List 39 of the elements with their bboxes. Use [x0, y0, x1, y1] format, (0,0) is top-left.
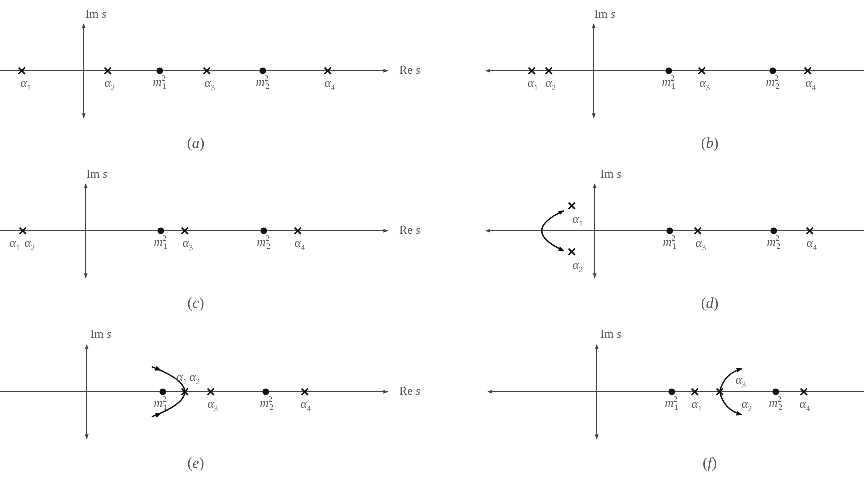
- panel-caption: (f): [702, 456, 718, 472]
- panel-caption: (c): [188, 296, 204, 312]
- panel-caption: (e): [188, 456, 204, 472]
- axis-point-label: Re s: [400, 64, 420, 78]
- axis-point-label: α$_{2}$: [742, 398, 752, 412]
- axis-point-label: α$_{4}$: [294, 237, 306, 250]
- panel-caption: (a): [187, 136, 205, 152]
- axis-point-label: Im s: [90, 328, 112, 342]
- axis-point-label: α$_{3}$: [736, 374, 746, 388]
- axis-point-label: Im s: [600, 168, 622, 182]
- axis-point-label: α$_{2}$: [24, 237, 36, 250]
- axis-point-label: α$_{3}$: [204, 77, 216, 90]
- panel-caption: (d): [701, 296, 719, 312]
- axis-point-label: Im s: [594, 8, 616, 22]
- axis-point-label: α$_{3}$: [182, 237, 194, 250]
- axis-point-label: Im s: [600, 328, 622, 342]
- axis-point-label: α$_{4}$: [300, 398, 312, 412]
- axis-point-label: α$_{2}$: [546, 77, 556, 90]
- panel-caption: (b): [701, 136, 719, 152]
- axis-point-label: α$_{4}$: [800, 398, 810, 412]
- axis-point-label: α$_{1}$: [10, 237, 20, 250]
- axis-point-label: α$_{2}$: [572, 259, 584, 272]
- axis-point-label: α$_{2}$: [190, 371, 200, 384]
- axis-point-label: α$_{4}$: [806, 77, 816, 90]
- axis-point-label: α$_{1}$: [528, 77, 538, 90]
- axis-point-label: α$_{4}$: [806, 237, 818, 250]
- axis-point-label: α$_{1}$: [572, 213, 584, 226]
- axis-point-label: α$_{1}$: [176, 371, 188, 384]
- axis-point-label: Re s: [400, 385, 420, 398]
- axis-point-label: Im s: [86, 168, 108, 182]
- axis-point-label: Im s: [86, 8, 106, 22]
- axis-point-label: α$_{4}$: [324, 77, 336, 90]
- axis-point-label: α$_{1}$: [20, 77, 32, 90]
- axis-point-label: α$_{3}$: [700, 77, 710, 90]
- axis-point-label: Re s: [400, 224, 420, 238]
- axis-point-label: α$_{3}$: [208, 398, 218, 412]
- axis-point-label: α$_{2}$: [104, 77, 116, 90]
- axis-point-label: α$_{1}$: [692, 398, 702, 412]
- axis-point-label: α$_{3}$: [696, 237, 706, 250]
